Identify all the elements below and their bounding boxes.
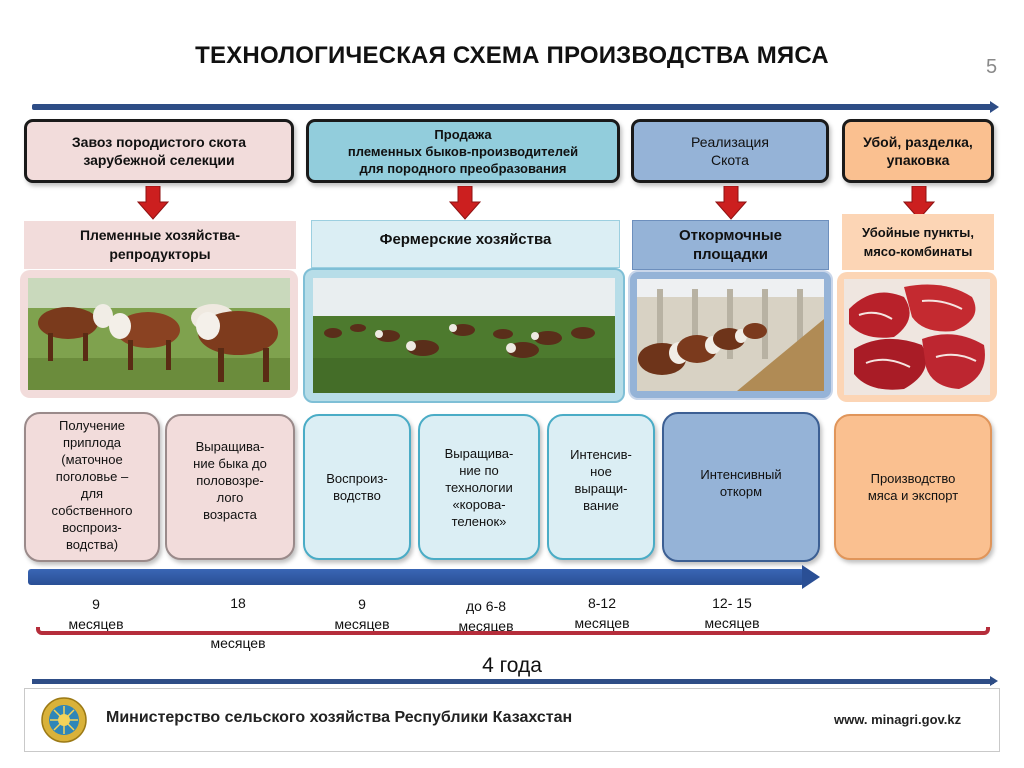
duration-unit: месяцев — [210, 635, 266, 651]
top-divider — [32, 104, 994, 110]
process-text: ное — [590, 464, 612, 479]
stage-text: Продажа — [434, 126, 492, 142]
down-arrow-icon — [903, 186, 935, 220]
process-text: Получение — [58, 418, 126, 433]
process-text: Интенсив- — [570, 447, 632, 462]
process-text: водство — [333, 488, 381, 503]
duration-value: 18 — [230, 595, 246, 611]
top-divider-tip — [990, 101, 999, 113]
process-text: мяса и экспорт — [867, 488, 959, 503]
process-text: теленок» — [451, 513, 507, 529]
process-reproduction: Воспроиз- водство — [303, 414, 411, 560]
duration-label: 9 месяцев — [324, 594, 400, 634]
category-text: мясо-комбинаты — [863, 244, 973, 259]
process-text: ние быка до — [193, 456, 267, 471]
process-text: откорм — [719, 484, 763, 499]
stage-text: упаковка — [886, 152, 950, 168]
cattle-pasture-photo — [303, 268, 625, 403]
duration-unit: месяцев — [68, 616, 124, 632]
stage-text: племенных быков-производителей — [347, 143, 579, 159]
process-meat-export: Производство мяса и экспорт — [834, 414, 992, 560]
process-text: водства) — [65, 537, 119, 552]
hereford-cattle-photo — [20, 270, 298, 398]
category-farms: Фермерские хозяйства — [311, 220, 620, 268]
process-intensive-fattening: Интенсивный откорм — [662, 412, 820, 562]
process-text: Выращива- — [195, 439, 265, 454]
duration-label: до 6-8 месяцев — [444, 596, 528, 636]
duration-label: 18 месяцев — [198, 593, 278, 653]
duration-value: 9 — [358, 596, 366, 612]
stage-text: Убой, разделка, — [863, 134, 973, 150]
duration-value: 9 — [92, 596, 100, 612]
down-arrow-icon — [715, 186, 747, 220]
category-text: Племенные хозяйства- — [79, 227, 241, 243]
duration-unit: месяцев — [574, 615, 630, 631]
process-bull-rearing: Выращива- ние быка до половозре- лого во… — [165, 414, 295, 560]
raw-beef-photo — [837, 272, 997, 402]
process-text: выращи- — [574, 481, 628, 496]
duration-label: 12- 15 месяцев — [692, 593, 772, 633]
process-text: собственного — [51, 503, 133, 518]
process-text: поголовье – — [55, 469, 129, 484]
stage-text: Скота — [711, 152, 749, 168]
category-feedlots: Откормочные площадки — [632, 220, 829, 270]
timeline-arrow — [28, 569, 804, 585]
duration-unit: месяцев — [334, 616, 390, 632]
category-text: Фермерские хозяйства — [379, 231, 552, 248]
process-text: «корова- — [452, 496, 506, 512]
process-text: Воспроиз- — [326, 471, 388, 486]
process-text: Производство — [870, 471, 956, 486]
process-text: возраста — [203, 507, 257, 522]
process-cow-calf: Выращива- ние по технологии «корова- тел… — [418, 414, 540, 560]
stage-text: для породного преобразования — [359, 160, 567, 176]
category-slaughterhouses: Убойные пункты, мясо-комбинаты — [842, 214, 994, 270]
category-text: Откормочные — [678, 227, 783, 244]
timeline-arrow-head — [802, 565, 820, 589]
process-text: технологии — [445, 479, 513, 495]
process-intensive-rearing: Интенсив- ное выращи- вание — [547, 414, 655, 560]
bottom-divider-tip — [990, 676, 998, 686]
duration-value: 12- 15 — [712, 595, 752, 611]
process-offspring: Получение приплода (маточное поголовье –… — [24, 412, 160, 562]
ministry-name: Министерство сельского хозяйства Республ… — [106, 709, 573, 726]
duration-label: 8-12 месяцев — [562, 593, 642, 633]
total-span-bracket — [36, 627, 990, 635]
kazakhstan-emblem-icon — [41, 697, 87, 743]
process-text: воспроиз- — [62, 520, 122, 535]
down-arrow-icon — [137, 186, 169, 220]
slide-number: 5 — [986, 56, 998, 78]
process-text: лого — [216, 490, 244, 505]
process-text: половозре- — [196, 473, 264, 488]
process-text: вание — [583, 498, 619, 513]
process-text: Выращива- — [444, 445, 514, 461]
stage-text: Реализация — [691, 134, 769, 150]
category-text: площадки — [693, 246, 768, 263]
footer — [24, 688, 1000, 752]
bottom-divider — [32, 679, 994, 684]
duration-unit: месяцев — [458, 618, 514, 634]
duration-value: до 6-8 — [465, 598, 507, 614]
stage-sale-cattle: Реализация Скота — [631, 119, 829, 183]
category-breeding-farms: Племенные хозяйства- репродукторы — [24, 221, 296, 269]
stage-text: Завоз породистого скота — [71, 134, 247, 150]
process-text: (маточное — [61, 452, 123, 467]
process-text: для — [80, 486, 104, 501]
page-title: ТЕХНОЛОГИЧЕСКАЯ СХЕМА ПРОИЗВОДСТВА МЯСА — [195, 42, 829, 69]
total-duration: 4 года — [482, 654, 542, 677]
process-text: приплода — [62, 435, 122, 450]
duration-label: 9 месяцев — [58, 594, 134, 634]
duration-value: 8-12 — [587, 595, 617, 611]
category-text: Убойные пункты, — [861, 225, 975, 240]
process-text: Интенсивный — [700, 467, 782, 482]
stage-text: зарубежной селекции — [83, 152, 235, 168]
duration-unit: месяцев — [704, 615, 760, 631]
category-text: репродукторы — [109, 246, 211, 262]
stage-slaughter: Убой, разделка, упаковка — [842, 119, 994, 183]
down-arrow-icon — [449, 186, 481, 220]
stage-sale-bulls: Продажа племенных быков-производителей д… — [306, 119, 620, 183]
process-text: ние по — [459, 462, 499, 478]
website-link[interactable]: www. minagri.gov.kz — [834, 712, 962, 727]
feedlot-photo — [628, 270, 833, 400]
stage-import-cattle: Завоз породистого скота зарубежной селек… — [24, 119, 294, 183]
